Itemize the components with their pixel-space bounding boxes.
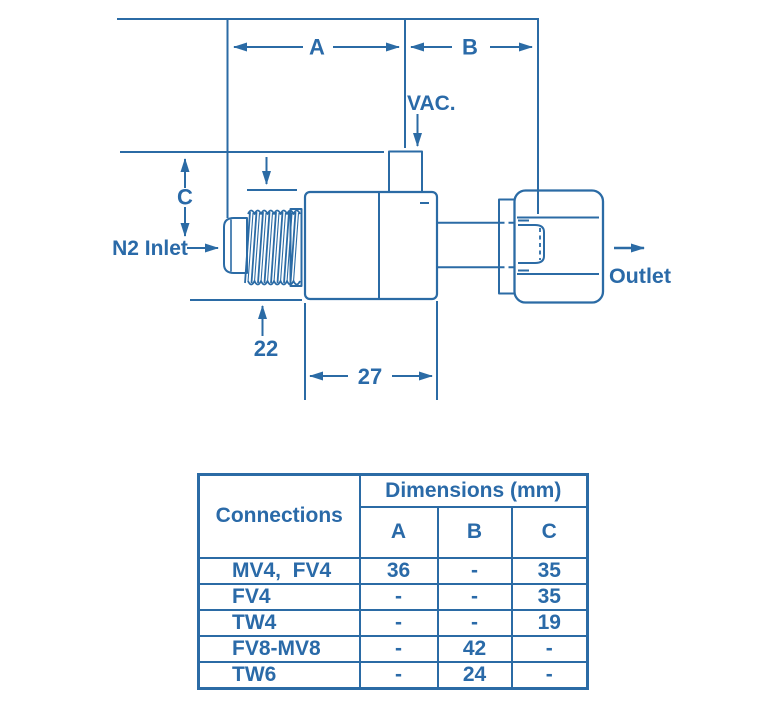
value-a-cell: - — [358, 661, 439, 690]
table-row: TW4 - - 19 — [197, 609, 589, 637]
table-row: FV4 - - 35 — [197, 583, 589, 611]
inlet-cap-outline — [223, 217, 248, 274]
value-b-cell: 42 — [436, 635, 513, 663]
value-a-cell: 36 — [358, 557, 439, 585]
table-row: MV4, FV4 36 - 35 — [197, 557, 589, 585]
reference-lines — [117, 18, 539, 400]
outlet-nut-inner-gland — [518, 224, 545, 264]
thread-crest-top — [247, 209, 301, 215]
table-header-row-2: A B C — [199, 506, 589, 559]
connections-header-cell: Connections — [197, 473, 361, 559]
connection-cell: FV8-MV8 — [197, 635, 361, 663]
n2-inlet-label: N2 Inlet — [112, 237, 188, 260]
valve-fitting — [223, 150, 605, 304]
value-b-cell: 24 — [436, 661, 513, 690]
vac-port-outline — [388, 150, 423, 192]
table-row: FV8-MV8 - 42 - — [197, 635, 589, 663]
value-b-cell: - — [436, 557, 513, 585]
dim-22-label: 22 — [254, 336, 278, 361]
thread-hatch — [244, 211, 297, 284]
valve-line-drawing: A B VAC. C N2 Inlet 22 27 Outlet — [112, 18, 671, 400]
col-header-a: A — [358, 506, 439, 559]
connection-cell: TW6 — [197, 661, 361, 690]
table-row: TW6 - 24 - — [197, 661, 589, 690]
dimension-arrows — [180, 42, 645, 381]
value-a-cell: - — [358, 635, 439, 663]
col-header-b: B — [436, 506, 513, 559]
value-c-cell: - — [510, 635, 589, 663]
value-a-cell: - — [358, 583, 439, 611]
connection-cell: TW4 — [197, 609, 361, 637]
valve-body-outline — [303, 190, 439, 301]
value-c-cell: - — [510, 661, 589, 690]
outlet-label: Outlet — [609, 264, 671, 288]
dim-27-label: 27 — [358, 364, 382, 389]
thread-runout-collar — [289, 208, 303, 287]
outlet-flange — [498, 198, 516, 295]
value-c-cell: 35 — [510, 583, 589, 611]
value-a-cell: - — [358, 609, 439, 637]
vac-label: VAC. — [407, 92, 456, 115]
thread-section — [244, 208, 303, 287]
col-header-c: C — [510, 506, 589, 559]
dim-b-label: B — [462, 35, 478, 60]
connection-cell: MV4, FV4 — [197, 557, 361, 585]
value-b-cell: - — [436, 609, 513, 637]
value-c-cell: 19 — [510, 609, 589, 637]
connection-cell: FV4 — [197, 583, 361, 611]
table-header-row-1: Connections Dimensions (mm) — [197, 473, 589, 559]
dim-c-label: C — [177, 185, 193, 210]
dim-a-label: A — [309, 35, 325, 60]
value-c-cell: 35 — [510, 557, 589, 585]
dimensions-table: Connections Dimensions (mm) A B C MV4, F… — [197, 473, 590, 690]
dimensions-header-cell: Dimensions (mm) — [358, 473, 589, 508]
outlet-nut-outline — [513, 189, 605, 304]
value-b-cell: - — [436, 583, 513, 611]
diagram-labels: A B VAC. C N2 Inlet 22 27 Outlet — [112, 35, 671, 390]
